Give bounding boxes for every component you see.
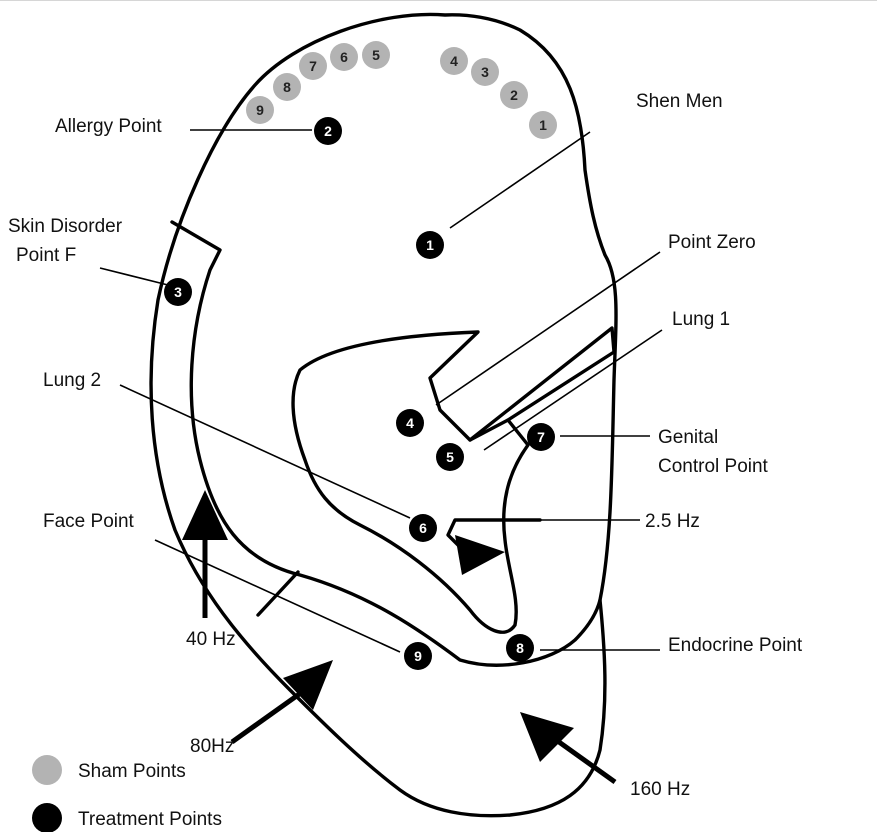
svg-text:1: 1 xyxy=(426,237,434,253)
label-lung-1: Lung 1 xyxy=(672,309,730,330)
svg-text:2: 2 xyxy=(324,123,332,139)
svg-text:6: 6 xyxy=(340,49,348,65)
sham-point: 9 xyxy=(246,96,274,124)
label-genital-line1: Genital xyxy=(658,427,718,448)
treatment-point-shen-men: 1 xyxy=(416,231,444,259)
sham-point: 8 xyxy=(273,73,301,101)
label-shen-men: Shen Men xyxy=(636,91,723,112)
svg-text:7: 7 xyxy=(309,58,317,74)
svg-text:3: 3 xyxy=(174,284,182,300)
label-skin-disorder-line2: Point F xyxy=(16,245,76,266)
sham-point: 5 xyxy=(362,41,390,69)
treatment-point-endocrine: 8 xyxy=(506,634,534,662)
sham-point: 7 xyxy=(299,52,327,80)
sham-point: 1 xyxy=(529,111,557,139)
leader-lung-1 xyxy=(484,330,662,450)
treatment-point-allergy: 2 xyxy=(314,117,342,145)
concha-outline xyxy=(293,332,528,632)
svg-text:8: 8 xyxy=(283,79,291,95)
sham-point: 2 xyxy=(500,81,528,109)
sham-point: 4 xyxy=(440,47,468,75)
treatment-point-skin-disorder: 3 xyxy=(164,278,192,306)
legend-treatment-label: Treatment Points xyxy=(78,809,222,830)
svg-text:9: 9 xyxy=(256,102,264,118)
legend-sham-swatch xyxy=(32,755,62,785)
lobe-divider xyxy=(258,572,298,615)
label-allergy-point: Allergy Point xyxy=(55,116,162,137)
label-point-zero: Point Zero xyxy=(668,232,756,253)
svg-text:4: 4 xyxy=(450,53,458,69)
legend-treatment-swatch xyxy=(32,803,62,832)
label-40-hz: 40 Hz xyxy=(186,629,236,650)
svg-text:9: 9 xyxy=(414,648,422,664)
leader-point-zero xyxy=(436,252,660,405)
label-2-5-hz: 2.5 Hz xyxy=(645,511,700,532)
label-endocrine-point: Endocrine Point xyxy=(668,635,803,656)
svg-text:8: 8 xyxy=(516,640,524,656)
sham-point: 3 xyxy=(471,58,499,86)
legend-sham-label: Sham Points xyxy=(78,761,186,782)
treatment-points: 1 2 3 4 5 6 7 8 9 xyxy=(164,117,555,670)
label-160-hz: 160 Hz xyxy=(630,779,690,800)
treatment-point-lung-2: 6 xyxy=(409,514,437,542)
arrow-80-hz xyxy=(232,660,333,742)
svg-text:4: 4 xyxy=(406,415,414,431)
arrow-2-5-hz xyxy=(455,535,505,575)
treatment-point-genital: 7 xyxy=(527,423,555,451)
svg-text:3: 3 xyxy=(481,64,489,80)
svg-text:1: 1 xyxy=(539,117,547,133)
label-face-point: Face Point xyxy=(43,511,135,532)
treatment-point-face: 9 xyxy=(404,642,432,670)
leader-shen-men xyxy=(450,132,590,228)
legend: Sham Points Treatment Points xyxy=(32,755,222,832)
arrow-40-hz xyxy=(182,490,228,618)
label-lung-2: Lung 2 xyxy=(43,370,101,391)
svg-text:2: 2 xyxy=(510,87,518,103)
svg-text:6: 6 xyxy=(419,520,427,536)
label-80-hz: 80Hz xyxy=(190,736,234,757)
label-genital-line2: Control Point xyxy=(658,456,769,477)
leader-skin-disorder xyxy=(100,268,168,285)
svg-text:5: 5 xyxy=(446,449,454,465)
svg-text:7: 7 xyxy=(537,429,545,445)
label-skin-disorder-line1: Skin Disorder xyxy=(8,216,123,237)
treatment-point-point-zero: 4 xyxy=(396,409,424,437)
svg-text:5: 5 xyxy=(372,47,380,63)
treatment-point-lung-1: 5 xyxy=(436,443,464,471)
sham-point: 6 xyxy=(330,43,358,71)
